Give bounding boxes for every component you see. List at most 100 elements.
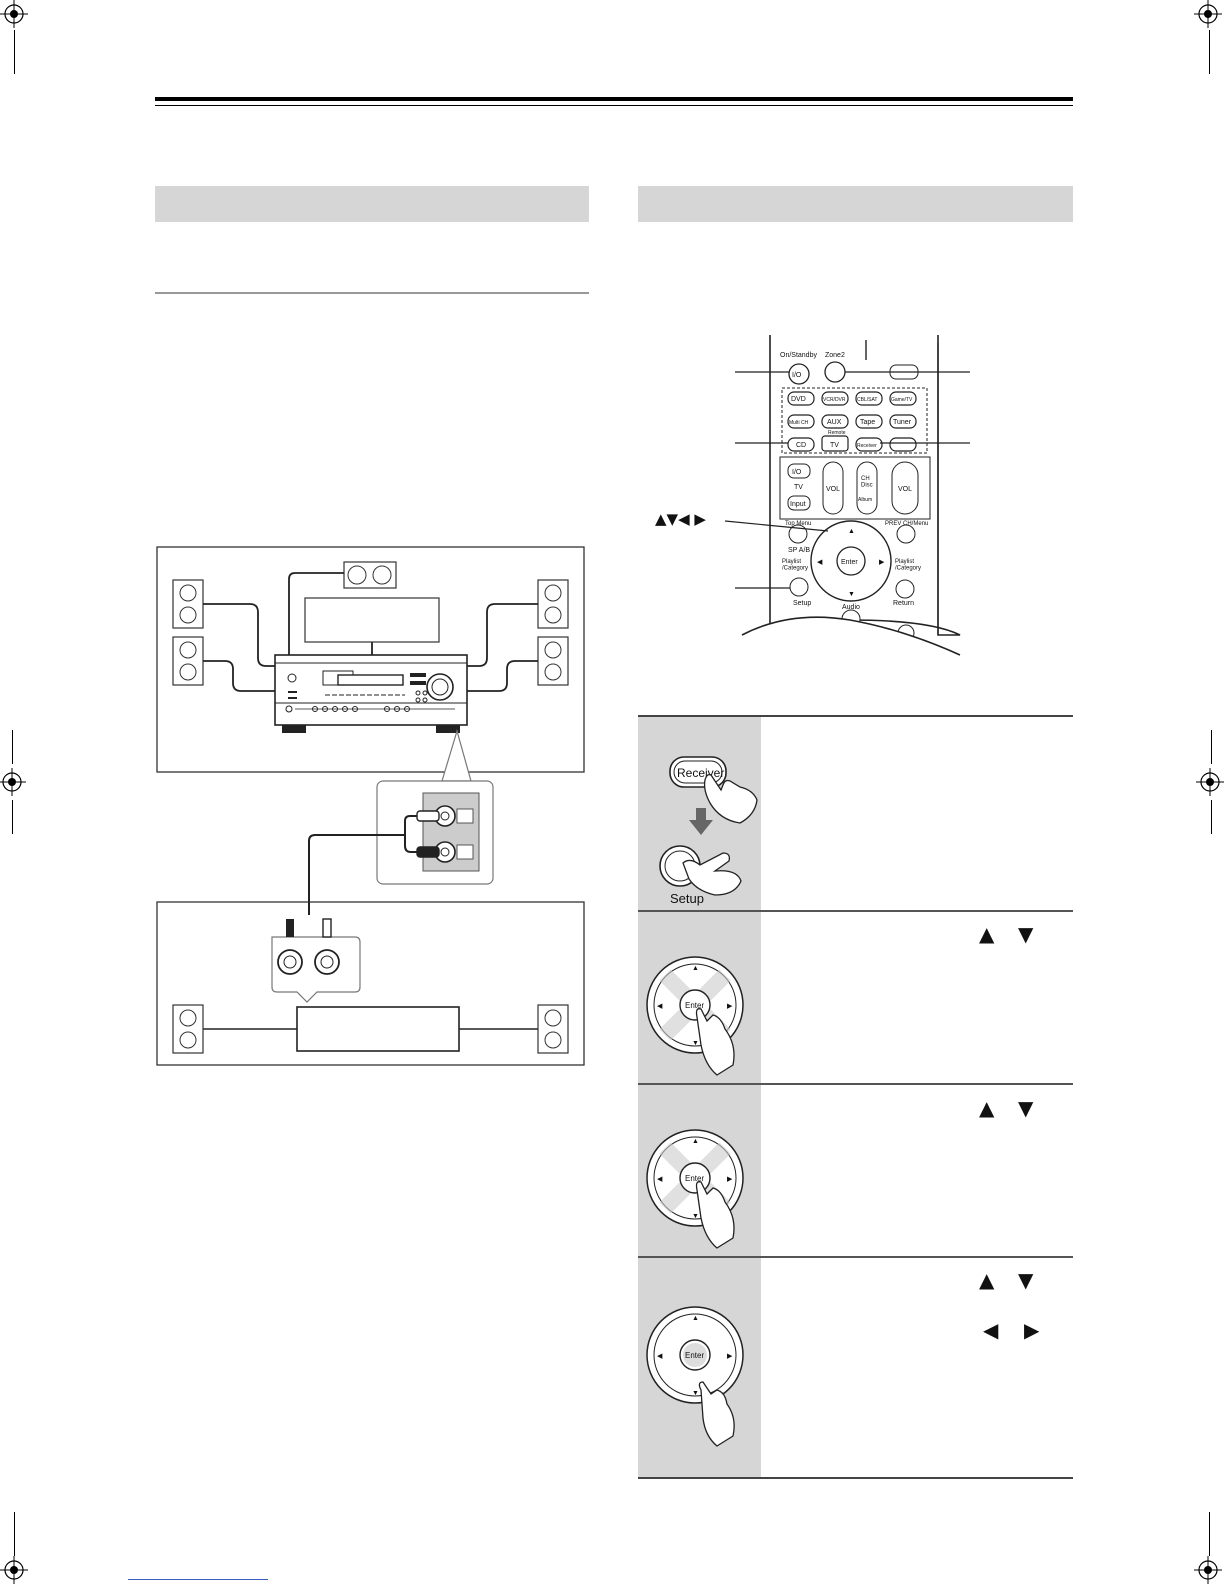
tuner-label: Tuner bbox=[893, 419, 912, 426]
prev-ch-menu-label: PREV CH/Menu bbox=[885, 521, 928, 527]
svg-text:▶: ▶ bbox=[727, 1003, 733, 1010]
svg-text:◀: ◀ bbox=[657, 1353, 663, 1360]
front-left-speaker bbox=[172, 579, 204, 629]
svg-text:▲: ▲ bbox=[692, 1315, 699, 1322]
cd-label: CD bbox=[796, 442, 806, 449]
left-subsection-rule bbox=[155, 292, 589, 294]
left-section-heading-band bbox=[155, 186, 589, 222]
header-rule-thick bbox=[155, 97, 1073, 101]
crop-line-bottom-right bbox=[1209, 1512, 1210, 1556]
remote-return-button[interactable] bbox=[895, 579, 915, 599]
hand-icon bbox=[695, 1008, 735, 1076]
playlist-category-right-label: Playlist/Category bbox=[895, 559, 921, 572]
on-standby-button[interactable] bbox=[788, 363, 810, 385]
tv-label: TV bbox=[794, 484, 803, 491]
arrow-keys-callout-label: ▲▼◀ ▶ bbox=[655, 510, 706, 528]
dvd-button[interactable] bbox=[787, 391, 815, 406]
step4-up-arrow: ▲ bbox=[979, 1268, 995, 1292]
step4-right-arrow: ▶ bbox=[1024, 1318, 1040, 1342]
receiver-button-label: Receiver bbox=[677, 766, 724, 780]
step4-illustration: Enter ▲▼ ◀▶ bbox=[646, 1306, 744, 1447]
right-section-heading-band bbox=[638, 186, 1073, 222]
step2-down-arrow: ▼ bbox=[1018, 922, 1034, 946]
zone2-button[interactable] bbox=[824, 361, 846, 383]
display-box bbox=[304, 597, 440, 643]
tv-vol-label: VOL bbox=[826, 486, 840, 493]
tv-mode-button[interactable] bbox=[821, 435, 849, 452]
zone2-amplifier bbox=[296, 1006, 460, 1052]
on-symbol: I/O bbox=[792, 372, 802, 379]
tape-button[interactable] bbox=[855, 414, 883, 429]
source-buttons bbox=[787, 391, 917, 452]
svg-text:◀: ◀ bbox=[657, 1003, 663, 1010]
registration-mark-br bbox=[1194, 1556, 1222, 1584]
svg-text:▲: ▲ bbox=[692, 965, 699, 972]
hand-icon bbox=[695, 1181, 735, 1249]
multi-ch-label: Multi CH bbox=[789, 420, 809, 426]
remote-setup-label: Setup bbox=[793, 600, 811, 607]
svg-text:◀: ◀ bbox=[817, 559, 823, 566]
registration-mark-tl bbox=[0, 0, 28, 28]
tv-power-label: I/O bbox=[792, 469, 802, 476]
top-menu-label: Top Menu bbox=[785, 521, 811, 527]
multi-ch-button[interactable] bbox=[787, 414, 815, 429]
prev-ch-menu-button[interactable] bbox=[896, 524, 916, 544]
steps-table-top-rule bbox=[638, 715, 1073, 717]
step-divider-3 bbox=[638, 1256, 1073, 1258]
tv-vol-rocker[interactable] bbox=[822, 461, 844, 515]
crop-line-top-right bbox=[1209, 30, 1210, 74]
aux-label: AUX bbox=[827, 419, 842, 426]
surround-left-speaker bbox=[172, 636, 204, 686]
registration-mark-ml bbox=[0, 768, 26, 796]
vcr-dvr-button[interactable] bbox=[821, 391, 849, 406]
step-divider-2 bbox=[638, 1083, 1073, 1085]
setup-button-label: Setup bbox=[670, 891, 704, 906]
tv-mode-label: TV bbox=[830, 442, 839, 449]
remote-audio-label: Audio bbox=[842, 604, 860, 611]
zone2-right-speaker bbox=[537, 1004, 569, 1054]
crop-line-mid-left-b bbox=[12, 800, 13, 834]
remote-return-label: Return bbox=[893, 600, 914, 607]
cd-button[interactable] bbox=[787, 437, 815, 452]
vcr-dvr-label: VCR/DVR bbox=[823, 397, 846, 403]
svg-text:▼: ▼ bbox=[692, 1040, 699, 1047]
tape-label: Tape bbox=[860, 419, 875, 426]
tuner-button[interactable] bbox=[889, 414, 917, 429]
sp-ab-label: SP A/B bbox=[788, 547, 810, 554]
remote-setup-button[interactable] bbox=[789, 577, 809, 597]
crop-line-mid-left bbox=[12, 730, 13, 764]
dvd-label: DVD bbox=[791, 396, 806, 403]
down-arrow-icon bbox=[689, 808, 713, 835]
crop-line-bottom-left bbox=[14, 1512, 15, 1556]
zone2-input-terminal-zoom bbox=[271, 918, 361, 1003]
tv-power-button[interactable] bbox=[787, 463, 811, 479]
step3-up-arrow: ▲ bbox=[979, 1096, 995, 1120]
vol-rocker[interactable] bbox=[891, 461, 919, 515]
cbl-sat-button[interactable] bbox=[855, 391, 883, 406]
remote-controller: On/Standby I/O Zone2 DVD VCR/DVR CBL/SAT… bbox=[724, 335, 970, 656]
svg-text:▶: ▶ bbox=[727, 1176, 733, 1183]
ch-disc-rocker[interactable] bbox=[856, 461, 878, 515]
header-rule-thin bbox=[155, 105, 1073, 106]
album-label: Album bbox=[858, 497, 872, 503]
enter-label: Enter bbox=[685, 1174, 704, 1183]
input-button[interactable] bbox=[787, 495, 811, 511]
svg-text:▲: ▲ bbox=[848, 528, 855, 535]
on-standby-label: On/Standby bbox=[780, 352, 817, 359]
top-menu-button[interactable] bbox=[788, 524, 808, 544]
game-tv-button[interactable] bbox=[889, 391, 917, 406]
step2-up-arrow: ▲ bbox=[979, 922, 995, 946]
registration-mark-mr bbox=[1196, 768, 1224, 796]
aux-button[interactable] bbox=[821, 414, 849, 429]
footer-underline bbox=[128, 1579, 268, 1580]
remote-mode-extra-button[interactable] bbox=[889, 437, 917, 452]
svg-text:▼: ▼ bbox=[692, 1213, 699, 1220]
steps-table-bottom-rule bbox=[638, 1477, 1073, 1479]
receiver-mode-button[interactable] bbox=[855, 437, 883, 452]
enter-label: Enter bbox=[685, 1351, 704, 1360]
step1-illustration: Receiver Setup bbox=[659, 756, 758, 906]
hand-icon bbox=[698, 1381, 735, 1447]
remote-enter-button[interactable] bbox=[836, 546, 866, 576]
av-receiver bbox=[274, 654, 468, 733]
